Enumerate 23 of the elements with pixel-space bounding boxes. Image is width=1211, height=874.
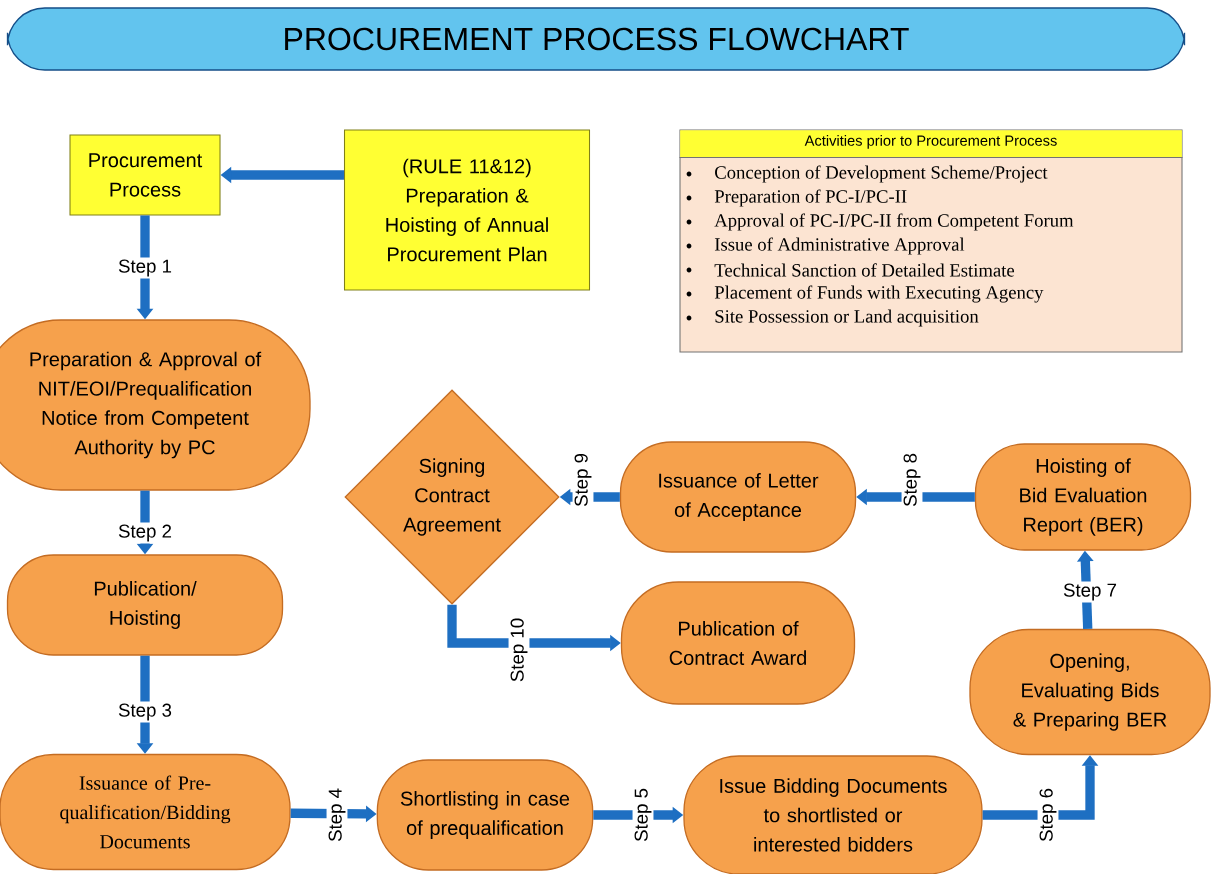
process-box: Procurement Process	[69, 134, 221, 216]
edge-label: Step 7	[1061, 581, 1119, 603]
process-box: Issuance of Pre-qualification/Bidding Documents	[0, 753, 291, 871]
process-box: (RULE 11&12) Preparation & Hoisting of Annual Procurement Plan	[343, 129, 591, 291]
process-box: Preparation & Approval of NIT/EOI/Prequalification Notice from Competent Authority by PC	[0, 319, 311, 491]
process-box: Issuance of Letter of Acceptance	[619, 441, 857, 553]
process-box: Issue Bidding Documents to shortlisted or interested bidders	[683, 755, 983, 874]
note-box: Activities prior to Procurement Process Conception of Development Scheme/Project Preparation of PC-I/PC-II Approval of PC-I/PC-II from Competent Forum Issue of Administrative Approval Technical Sanction of Detailed Estimate Placement of Funds with Executing Agency Site Possession or Land acquisition	[678, 129, 1184, 353]
process-box: Hoisting of Bid Evaluation Report (BER)	[974, 443, 1192, 551]
edge-label: Step 2	[116, 522, 174, 544]
edge-label: Step 1	[116, 257, 174, 279]
edge-label: Step 8	[901, 451, 923, 509]
process-box: Publication/ Hoisting	[6, 554, 284, 656]
process-box: Opening, Evaluating Bids & Preparing BER	[969, 628, 1211, 756]
title-banner: PROCUREMENT PROCESS FLOWCHART	[6, 7, 1186, 71]
edge-label: Step 3	[116, 701, 174, 723]
process-box: Shortlisting in case of prequalification	[376, 759, 594, 871]
edge-label: Step 5	[632, 786, 654, 844]
edge-label: Step 4	[326, 786, 348, 844]
edge-label: Step 9	[572, 451, 594, 509]
process-box: Publication of Contract Award	[620, 581, 856, 705]
edge-label: Step 10	[508, 615, 530, 685]
edge-label: Step 6	[1037, 786, 1059, 844]
